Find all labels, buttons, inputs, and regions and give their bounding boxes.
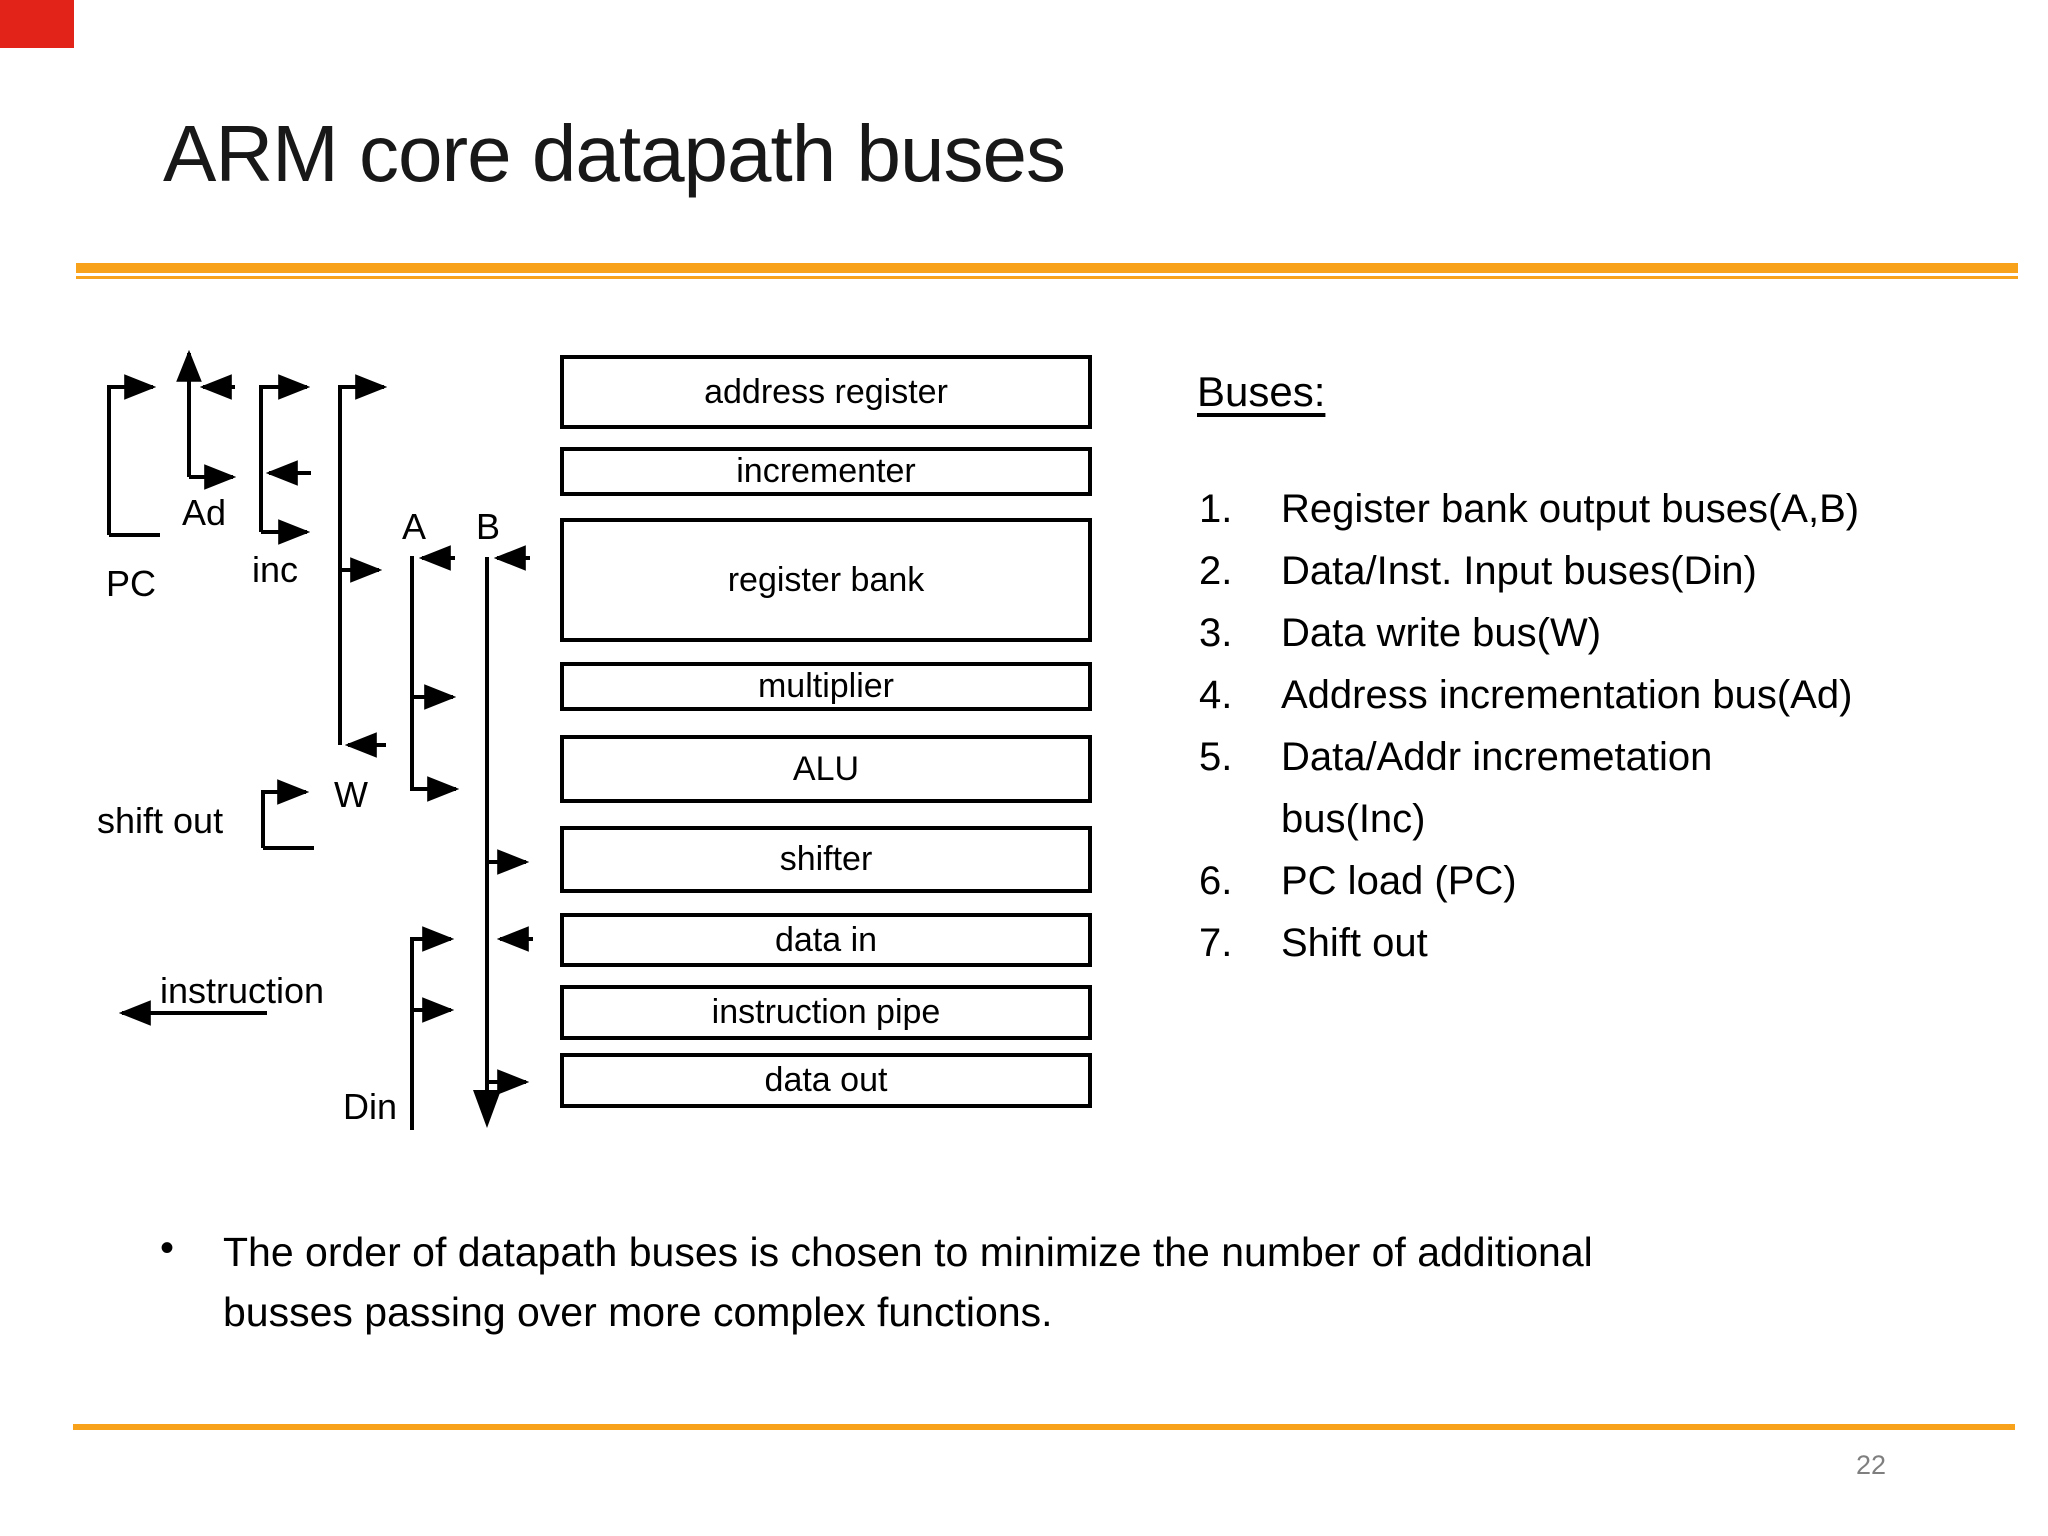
label-b: B bbox=[476, 506, 501, 547]
item-text: Data write bus(W) bbox=[1281, 611, 1602, 655]
page-number: 22 bbox=[1856, 1450, 1887, 1480]
box-shifter: shifter bbox=[560, 826, 1092, 893]
box-label: incrementer bbox=[736, 452, 916, 490]
label-instruction: instruction bbox=[160, 970, 325, 1011]
din-top-arrow bbox=[410, 926, 455, 1130]
box-address-register: address register bbox=[560, 355, 1092, 429]
box-label: instruction pipe bbox=[711, 993, 941, 1031]
item-text: bus(Inc) bbox=[1281, 797, 1426, 841]
item-text: Shift out bbox=[1281, 921, 1428, 965]
item-number: 2. bbox=[1199, 549, 1233, 593]
buses-heading: Buses: bbox=[1197, 368, 1326, 415]
inc-top-arrow bbox=[259, 374, 311, 532]
box-alu: ALU bbox=[560, 735, 1092, 803]
buses-list: 1. Register bank output buses(A,B) 2. Data… bbox=[1197, 487, 2017, 997]
a-bus-line bbox=[410, 556, 460, 802]
box-label: ALU bbox=[792, 749, 860, 788]
w-bus-line bbox=[338, 374, 388, 745]
box-data-out: data out bbox=[560, 1053, 1092, 1108]
bottom-rule bbox=[73, 1424, 2015, 1430]
item-number: 7. bbox=[1199, 921, 1233, 965]
pc-bus-arrow bbox=[107, 374, 157, 535]
item-text: Address incrementation bus(Ad) bbox=[1281, 673, 1853, 717]
title-rule-thick bbox=[76, 263, 2018, 273]
box-register-bank: register bank bbox=[560, 518, 1092, 642]
box-label: register bank bbox=[727, 560, 925, 599]
box-label: data in bbox=[774, 920, 878, 959]
item-number: 4. bbox=[1199, 673, 1233, 717]
label-ad: Ad bbox=[182, 492, 227, 533]
box-multiplier: multiplier bbox=[560, 662, 1092, 711]
page-title: ARM core datapath buses bbox=[163, 109, 1066, 198]
footer-bullet-text: The order of datapath buses is chosen to… bbox=[223, 1222, 1923, 1342]
item-number: 1. bbox=[1199, 487, 1233, 531]
shift-out-arrow bbox=[261, 779, 310, 848]
bullet-marker: • bbox=[160, 1226, 175, 1270]
title-rule-thin bbox=[76, 276, 2018, 279]
footer-bullet-line: busses passing over more complex functio… bbox=[223, 1289, 1053, 1335]
box-label: multiplier bbox=[757, 667, 895, 705]
label-pc: PC bbox=[106, 563, 157, 604]
b-bus-down-arrowhead bbox=[473, 1090, 501, 1128]
item-number: 6. bbox=[1199, 859, 1233, 903]
red-corner-marker bbox=[0, 0, 74, 48]
label-shift-out: shift out bbox=[97, 800, 224, 841]
item-number: 3. bbox=[1199, 611, 1233, 655]
box-data-in: data in bbox=[560, 913, 1092, 967]
box-incrementer: incrementer bbox=[560, 447, 1092, 496]
item-text: Data/Inst. Input buses(Din) bbox=[1281, 549, 1757, 593]
item-text: Register bank output buses(A,B) bbox=[1281, 487, 1860, 531]
label-w: W bbox=[334, 774, 368, 815]
item-text: Data/Addr incremetation bbox=[1281, 735, 1713, 779]
box-label: address register bbox=[704, 372, 948, 411]
item-text: PC load (PC) bbox=[1281, 859, 1517, 903]
label-inc: inc bbox=[252, 549, 299, 590]
box-label: data out bbox=[764, 1061, 888, 1099]
label-din: Din bbox=[343, 1086, 398, 1127]
footer-bullet-line: The order of datapath buses is chosen to… bbox=[223, 1229, 1593, 1275]
item-number: 5. bbox=[1199, 735, 1233, 779]
label-a: A bbox=[402, 506, 427, 547]
box-label: shifter bbox=[779, 840, 873, 878]
box-instruction-pipe: instruction pipe bbox=[560, 985, 1092, 1040]
